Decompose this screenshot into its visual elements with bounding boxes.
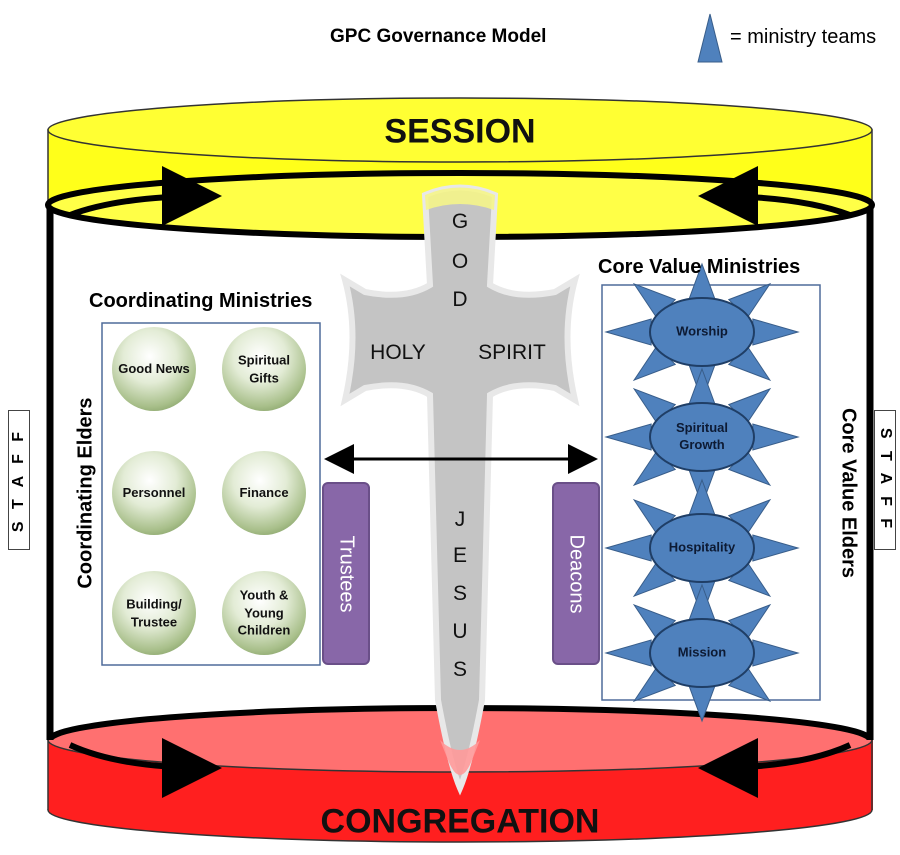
- ministry-spiritual-growth-line2: Growth: [679, 437, 725, 452]
- core-value-ellipse: [649, 297, 755, 367]
- deacons-label: Deacons: [565, 534, 588, 613]
- ministry-mission: Mission: [657, 645, 747, 662]
- ministry-spiritual-gifts: Spiritual Gifts: [219, 351, 309, 386]
- ministry-building-trustee: Building/ Trustee: [109, 595, 199, 630]
- cross-letter-g: G: [451, 210, 469, 233]
- trustees-label: Trustees: [335, 534, 358, 613]
- core-value-suns: [604, 262, 800, 723]
- coordinating-balls: [112, 327, 306, 655]
- core-value-ellipse: [649, 618, 755, 688]
- staff-label-left: S T A F F: [10, 427, 27, 533]
- ministry-worship-line1: Worship: [676, 323, 728, 339]
- ministry-worship: Worship: [657, 324, 747, 341]
- cross-letter-s: S: [452, 582, 468, 605]
- ministry-spiritual-gifts-line2: Gifts: [249, 370, 279, 385]
- ministry-good-news-line1: Good News: [118, 361, 190, 377]
- ministry-finance-line1: Finance: [239, 485, 289, 501]
- ministry-personnel: Personnel: [109, 484, 199, 502]
- ministry-youth: Youth & Young Children: [219, 587, 309, 640]
- legend-text: = ministry teams: [730, 26, 877, 48]
- cross-spirit: SPIRIT: [478, 341, 546, 364]
- core-value-ellipse: [649, 513, 755, 583]
- congregation-label: CONGREGATION: [320, 802, 600, 841]
- trustees-box: Trustees: [322, 482, 370, 665]
- coordinating-elders-label: Coordinating Elders: [74, 397, 97, 589]
- ministry-mission-line1: Mission: [677, 644, 727, 660]
- legend-triangle-icon: [697, 13, 723, 63]
- ministry-spiritual-growth-line1: Spiritual: [675, 420, 728, 436]
- session-label: SESSION: [384, 112, 536, 151]
- staff-label-right: S T A F F: [877, 427, 894, 533]
- core-value-ellipse: [649, 402, 755, 472]
- ministry-youth-line2: Young Children: [237, 605, 291, 638]
- cross: [340, 184, 580, 796]
- ministry-finance: Finance: [219, 484, 309, 502]
- cross-letter-j: J: [454, 508, 466, 531]
- rim-arrows: [68, 166, 852, 798]
- ministry-good-news: Good News: [109, 360, 199, 378]
- ministry-spiritual-gifts-line1: Spiritual: [237, 352, 290, 368]
- cross-letter-u: U: [452, 620, 468, 643]
- coordinating-heading: Coordinating Ministries: [89, 290, 313, 312]
- diagram-title: GPC Governance Model: [330, 26, 547, 47]
- cylinder-body: [46, 205, 874, 740]
- cross-letter-s2: S: [452, 658, 468, 681]
- ministry-hospitality: Hospitality: [657, 540, 747, 557]
- cross-letter-o: O: [451, 250, 469, 273]
- cross-letter-e: E: [452, 544, 468, 567]
- core-value-heading: Core Value Ministries: [598, 256, 801, 278]
- staff-box-left: S T A F F: [8, 410, 30, 550]
- cross-holy: HOLY: [370, 341, 426, 364]
- core-value-elders-label: Core Value Elders: [837, 407, 860, 579]
- ministry-building-line1: Building/: [126, 596, 182, 612]
- deacons-box: Deacons: [552, 482, 600, 665]
- cross-letter-d: D: [452, 288, 468, 311]
- ministry-hospitality-line1: Hospitality: [668, 539, 736, 555]
- ministry-spiritual-growth: Spiritual Growth: [657, 420, 747, 454]
- ministry-building-line2: Trustee: [130, 614, 178, 629]
- ministry-youth-line1: Youth &: [239, 587, 289, 603]
- staff-box-right: S T A F F: [874, 410, 896, 550]
- ministry-personnel-line1: Personnel: [122, 485, 186, 501]
